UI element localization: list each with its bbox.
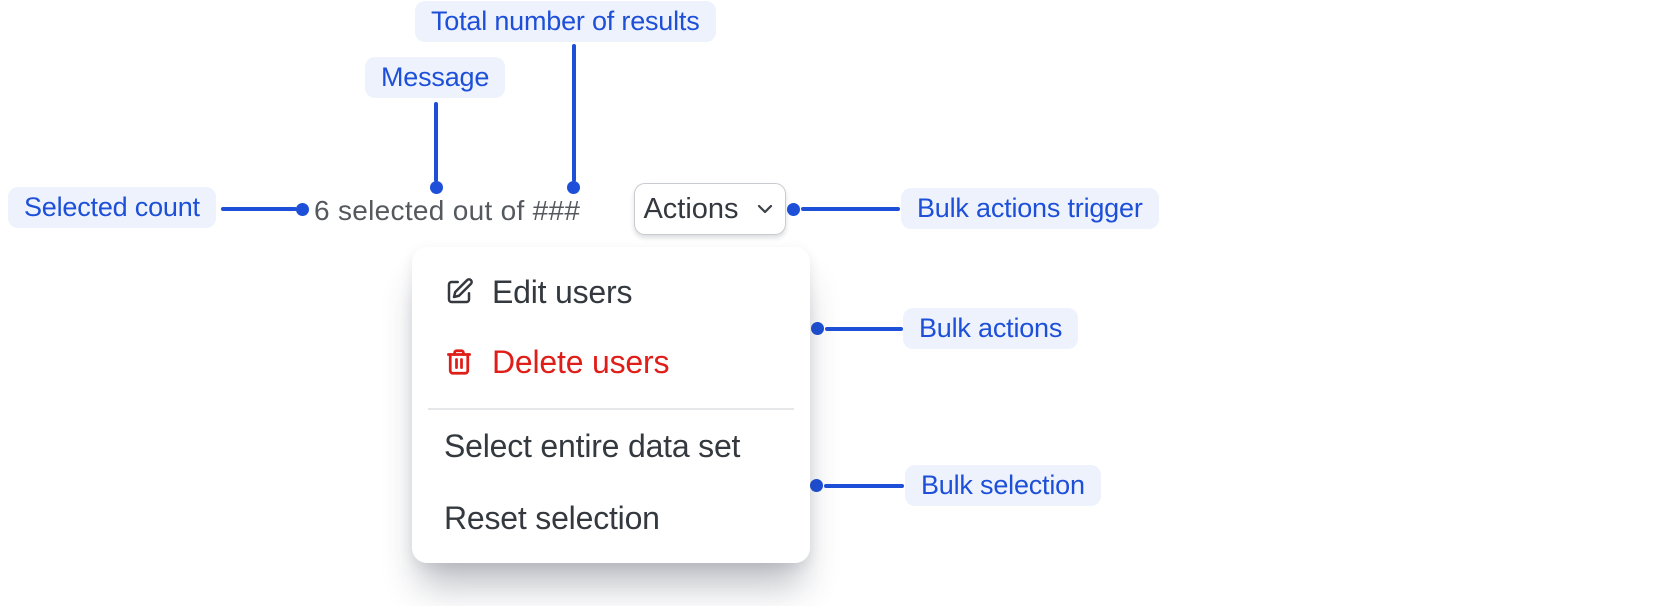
annotation-label-bulk-selection: Bulk selection: [905, 465, 1101, 506]
trash-icon: [444, 347, 474, 377]
menu-item-label: Edit users: [492, 273, 633, 310]
connector-dot-total-results: [567, 181, 580, 194]
selection-count-message: 6 selected out of ###: [314, 195, 581, 226]
menu-item-edit-users[interactable]: Edit users: [412, 257, 810, 327]
connector-line-message: [434, 102, 438, 182]
connector-dot-selected-count: [296, 203, 309, 216]
actions-button-label: Actions: [643, 192, 739, 225]
menu-item-reset-selection[interactable]: Reset selection: [412, 482, 810, 554]
connector-line-total-results: [572, 44, 576, 182]
annotation-label-bulk-actions: Bulk actions: [903, 308, 1079, 349]
edit-icon: [444, 277, 474, 307]
annotation-label-message: Message: [365, 57, 506, 98]
chevron-down-icon: [753, 197, 777, 221]
connector-dot-bulk-selection: [810, 479, 823, 492]
menu-item-select-entire-data-set[interactable]: Select entire data set: [412, 410, 810, 482]
connector-dot-message: [430, 181, 443, 194]
connector-line-bulk-actions: [825, 327, 903, 331]
bulk-actions-trigger-button[interactable]: Actions: [634, 183, 786, 235]
connector-line-bulk-actions-trigger: [801, 207, 900, 211]
menu-item-label: Select entire data set: [444, 427, 741, 464]
bulk-actions-menu: Edit users Delete users Select entire da…: [412, 247, 810, 563]
menu-divider: [428, 408, 794, 410]
connector-line-selected-count: [221, 207, 297, 211]
menu-item-label: Reset selection: [444, 499, 660, 536]
menu-item-delete-users[interactable]: Delete users: [412, 327, 810, 397]
connector-dot-bulk-actions-trigger: [787, 203, 800, 216]
connector-line-bulk-selection: [824, 484, 904, 488]
menu-item-label: Delete users: [492, 343, 670, 380]
annotation-label-selected-count: Selected count: [8, 187, 216, 228]
annotation-label-bulk-actions-trigger: Bulk actions trigger: [901, 188, 1159, 229]
connector-dot-bulk-actions: [811, 322, 824, 335]
annotation-label-total-results: Total number of results: [415, 1, 716, 42]
